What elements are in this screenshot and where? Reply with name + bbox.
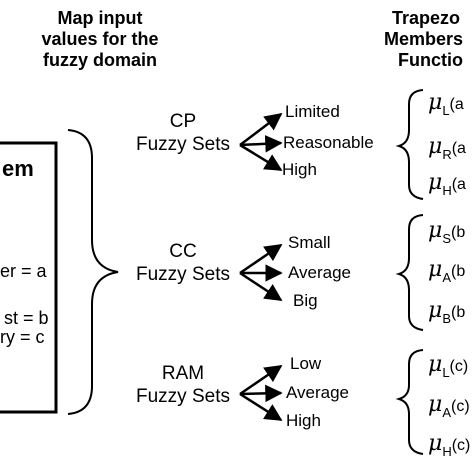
mu-function: μA(c) (428, 392, 470, 421)
group-cc-label: CC Fuzzy Sets (122, 240, 244, 286)
output-ram-high: High (286, 411, 321, 430)
output-cp-high: High (282, 160, 317, 179)
header-map-line-2: values for the (41, 29, 159, 49)
mu-function: μS(b (428, 218, 466, 247)
group-ram-name: RAM (161, 363, 205, 384)
group-cp-name: CP (169, 111, 197, 132)
group-ram-label: RAM Fuzzy Sets (122, 362, 244, 408)
group-cp-label: CP Fuzzy Sets (122, 110, 244, 156)
system-line-a: er = a (0, 261, 47, 281)
mu-function: μL(a (428, 90, 464, 119)
mu-function: μB(b (428, 298, 466, 327)
arrow-cp-reasonable (239, 135, 283, 153)
system-box (0, 141, 58, 414)
arrow-cp-high (239, 143, 283, 172)
mu-function: μR(a (428, 134, 466, 163)
header-map-input: Map input values for the fuzzy domain (28, 8, 172, 71)
mu-function: μA(b (428, 257, 466, 286)
mu-function: μL(c) (428, 352, 469, 381)
brace-ram (395, 349, 424, 455)
header-trap-line-2: Members (384, 29, 464, 49)
input-brace (67, 129, 119, 415)
arrow-cc-big (239, 271, 283, 302)
output-ram-low: Low (290, 354, 322, 373)
system-line-c: ry = c (0, 327, 45, 347)
arrow-cp-limited (239, 112, 283, 146)
group-cp-sets: Fuzzy Sets (136, 134, 230, 155)
arrow-ram-high (239, 392, 283, 422)
header-trapezoid: Trapezo Members Functio (384, 8, 463, 71)
output-cc-small: Small (288, 233, 331, 252)
header-trap-line-3: Functio (398, 50, 463, 70)
header-map-line-1: Map input (57, 8, 143, 28)
arrow-cc-small (239, 243, 283, 275)
arrow-ram-low (239, 364, 283, 396)
brace-cp (395, 89, 424, 200)
header-trap-line-1: Trapezo (392, 8, 461, 28)
output-cc-average: Average (288, 263, 352, 282)
group-cc-name: CC (169, 241, 197, 262)
brace-cc (395, 214, 424, 331)
arrow-ram-average (239, 384, 283, 403)
group-ram-sets: Fuzzy Sets (136, 386, 230, 407)
output-cp-limited: Limited (285, 102, 340, 121)
output-cp-reasonable: Reasonable (283, 133, 374, 152)
output-ram-average: Average (286, 383, 350, 402)
header-map-line-3: fuzzy domain (42, 50, 157, 70)
output-cc-big: Big (293, 291, 318, 310)
system-title: em (2, 156, 34, 181)
group-cc-sets: Fuzzy Sets (136, 264, 230, 285)
mu-function: μH(a (428, 170, 466, 199)
mu-function: μH(c) (428, 431, 471, 460)
system-line-b: st = b (4, 308, 49, 328)
